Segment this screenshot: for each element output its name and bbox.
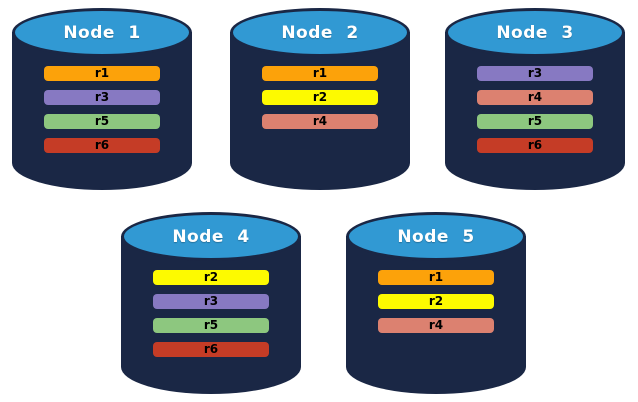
replica-bar-r4: r4 (477, 90, 593, 105)
cylinder-top-ellipse: Node 4 (121, 212, 301, 261)
replica-bar-r4: r4 (262, 114, 378, 129)
node-cylinder: Node 5 r1 r2 r4 (346, 212, 526, 394)
node-cylinder: Node 1 r1 r3 r5 r6 (12, 8, 192, 190)
node-cylinder: Node 2 r1 r2 r4 (230, 8, 410, 190)
node-label: Node 2 (281, 22, 359, 43)
replica-list: r1 r3 r5 r6 (44, 66, 160, 162)
replica-bar-r6: r6 (44, 138, 160, 153)
replica-bar-r2: r2 (378, 294, 494, 309)
replica-bar-r6: r6 (477, 138, 593, 153)
node-label: Node 3 (496, 22, 574, 43)
cylinder-body (346, 236, 526, 394)
replica-bar-r3: r3 (153, 294, 269, 309)
cylinder-body (121, 236, 301, 394)
replica-bar-r6: r6 (153, 342, 269, 357)
replica-bar-r2: r2 (262, 90, 378, 105)
cylinder-top-ellipse: Node 2 (230, 8, 410, 57)
node-cylinder: Node 4 r2 r3 r5 r6 (121, 212, 301, 394)
cylinder-body (230, 32, 410, 190)
replica-bar-r4: r4 (378, 318, 494, 333)
node-label: Node 4 (172, 226, 250, 247)
cylinder-body (445, 32, 625, 190)
cylinder-top-ellipse: Node 3 (445, 8, 625, 57)
replica-list: r1 r2 r4 (378, 270, 494, 342)
replica-list: r2 r3 r5 r6 (153, 270, 269, 366)
replica-bar-r5: r5 (153, 318, 269, 333)
cylinder-top-ellipse: Node 5 (346, 212, 526, 261)
replica-bar-r3: r3 (477, 66, 593, 81)
replica-bar-r5: r5 (477, 114, 593, 129)
replica-list: r1 r2 r4 (262, 66, 378, 138)
replica-bar-r2: r2 (153, 270, 269, 285)
replica-bar-r3: r3 (44, 90, 160, 105)
replica-bar-r5: r5 (44, 114, 160, 129)
replica-bar-r1: r1 (44, 66, 160, 81)
replica-list: r3 r4 r5 r6 (477, 66, 593, 162)
node-label: Node 5 (397, 226, 475, 247)
node-label: Node 1 (63, 22, 141, 43)
cylinder-body (12, 32, 192, 190)
node-cylinder: Node 3 r3 r4 r5 r6 (445, 8, 625, 190)
replica-bar-r1: r1 (262, 66, 378, 81)
cylinder-top-ellipse: Node 1 (12, 8, 192, 57)
replica-bar-r1: r1 (378, 270, 494, 285)
